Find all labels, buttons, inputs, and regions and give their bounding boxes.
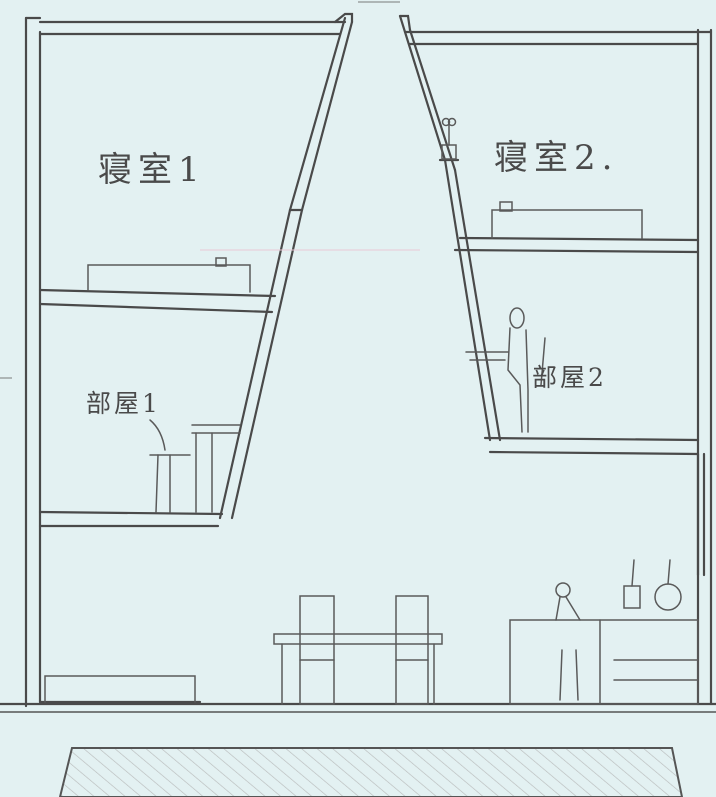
person-room-2 — [465, 307, 546, 433]
ground-fill — [0, 711, 716, 797]
furniture — [44, 117, 699, 705]
label-room-2: 部屋2 — [532, 363, 607, 392]
dining-set — [273, 595, 443, 705]
potted-plant — [441, 117, 457, 160]
floor-slabs — [38, 236, 706, 577]
outer-walls — [0, 12, 716, 708]
central-void-walls — [218, 14, 502, 520]
sofa — [44, 675, 196, 703]
guide-lines — [0, 1, 420, 379]
label-bedroom-1: 寝室1 — [98, 150, 206, 190]
kitchen — [509, 559, 699, 705]
bed-2 — [491, 201, 643, 239]
label-bedroom-2: 寝室2. — [494, 138, 619, 178]
desk-room-1 — [149, 419, 241, 513]
label-room-1: 部屋1 — [86, 389, 161, 418]
bed-1 — [87, 257, 251, 293]
